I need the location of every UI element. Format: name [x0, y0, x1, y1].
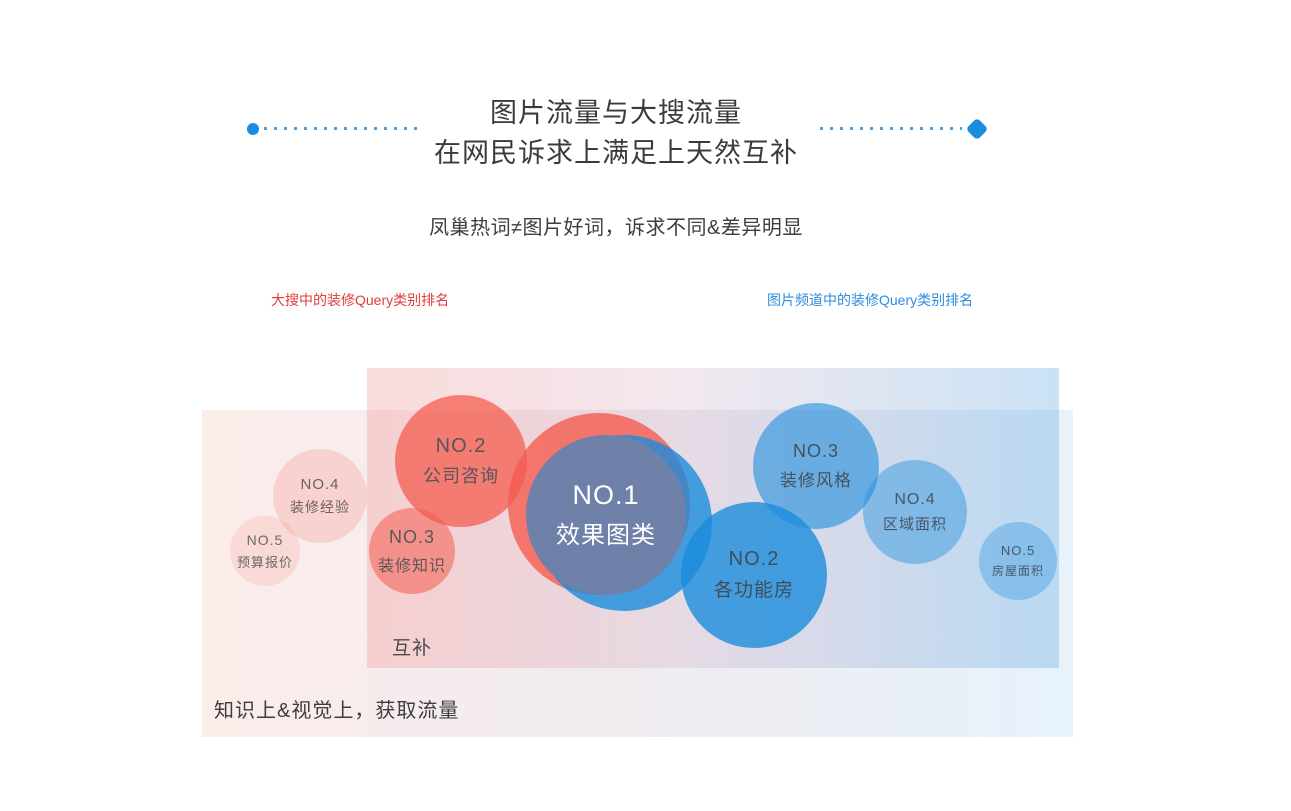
bubble-image-no3: NO.3 装修风格	[753, 403, 879, 529]
bubble-no1-core: NO.1 效果图类	[526, 435, 686, 595]
bubble-image-no5-label: 房屋面积	[991, 564, 1044, 578]
bubble-search-no4-rank: NO.4	[300, 475, 340, 493]
bubble-image-no4: NO.4 区域面积	[863, 460, 967, 564]
bubble-search-no4-label: 装修经验	[290, 498, 350, 515]
search-query-rank-label: 大搜中的装修Query类别排名	[271, 292, 450, 308]
bubble-search-no2: NO.2 公司咨询	[395, 395, 527, 527]
bubble-search-no4: NO.4 装修经验	[273, 449, 367, 543]
bubble-image-no5-rank: NO.5	[1000, 543, 1036, 558]
bubble-search-no2-label: 公司咨询	[423, 465, 499, 486]
bubble-image-no5: NO.5 房屋面积	[979, 522, 1057, 600]
dotted-line-left	[264, 127, 420, 130]
bubble-image-no4-rank: NO.4	[894, 490, 936, 508]
subtitle: 凤巢热词≠图片好词，诉求不同&差异明显	[429, 217, 803, 239]
bubble-search-no3-rank: NO.3	[388, 526, 435, 547]
page-title-line2: 在网民诉求上满足上天然互补	[434, 138, 798, 168]
image-query-rank-label: 图片频道中的装修Query类别排名	[767, 292, 974, 308]
bubble-image-no2-rank: NO.2	[728, 548, 780, 570]
bubble-image-no3-rank: NO.3	[792, 441, 839, 461]
bubble-image-no3-label: 装修风格	[780, 471, 852, 490]
bubble-image-no2-label: 各功能房	[713, 580, 794, 601]
complement-caption: 互补	[392, 638, 433, 659]
bubble-image-no4-label: 区域面积	[882, 515, 947, 533]
bottom-caption: 知识上&视觉上，获取流量	[214, 700, 460, 722]
bubble-search-no5: NO.5 预算报价	[230, 516, 300, 586]
bubble-no1-core-rank: NO.1	[572, 480, 640, 510]
left-end-dot-icon	[247, 123, 259, 135]
page-title: 图片流量与大搜流量 在网民诉求上满足上天然互补	[0, 93, 1232, 173]
bubble-no1-core-label: 效果图类	[556, 522, 656, 549]
dotted-line-right	[820, 127, 962, 130]
bubble-search-no3-label: 装修知识	[377, 557, 446, 575]
bubble-search-no5-label: 预算报价	[236, 554, 293, 570]
bubble-search-no2-rank: NO.2	[435, 434, 487, 457]
bubble-search-no5-rank: NO.5	[246, 531, 284, 548]
page-title-line1: 图片流量与大搜流量	[490, 98, 742, 128]
